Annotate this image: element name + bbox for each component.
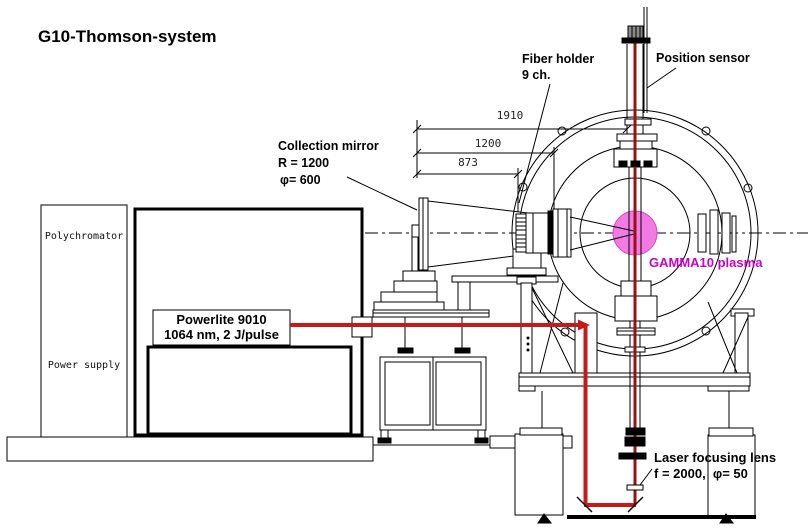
focusing-lens-element	[626, 484, 644, 491]
collection-mirror-label-line2: R = 1200	[278, 156, 330, 170]
collection-mirror-leader	[346, 176, 418, 211]
polychromator-label: Polychromator	[44, 231, 124, 242]
focusing-lens-label-line1: Laser focusing lens	[654, 450, 777, 465]
focusing-lens-label-line2: f = 2000, φ= 50	[654, 466, 748, 481]
dim-1910-text: 1910	[496, 109, 524, 122]
fiber-holder-leader	[518, 83, 551, 204]
polychromator-cabinet	[40, 204, 128, 438]
beam-overlays	[618, 25, 653, 491]
leader-lines	[346, 67, 677, 490]
right-port-flanges	[697, 209, 737, 255]
fiber-holder-label-line1: Fiber holder	[522, 52, 595, 66]
mirror-support-table	[372, 275, 559, 446]
laser-spec-label: 1064 nm, 2 J/pulse	[164, 327, 279, 342]
fiber-holder-box	[515, 213, 527, 253]
top-flange-dark-1	[618, 160, 628, 167]
left-pedestal	[514, 433, 564, 516]
flange-bolts	[518, 126, 753, 337]
window-flange-dark	[547, 210, 554, 255]
collection-mirror-label-line3: φ= 600	[280, 173, 321, 187]
top-flange-dark-3	[643, 160, 653, 167]
fiber-holder-label-line2: 9 ch.	[522, 68, 551, 82]
floor	[537, 513, 756, 524]
power-supply-label: Power supply	[47, 360, 121, 371]
laser-unit-box	[146, 345, 353, 436]
equipment-dais	[6, 436, 374, 462]
turning-mirror-left	[576, 496, 593, 513]
laser-name-label: Powerlite 9010	[176, 312, 267, 327]
collection-mirror-label-line1: Collection mirror	[278, 139, 379, 153]
right-pedestal	[707, 434, 756, 518]
position-sensor-leader	[646, 67, 677, 89]
position-sensor-label: Position sensor	[656, 51, 750, 65]
window-bracket-plate	[451, 275, 559, 283]
top-flange-dark-2	[630, 160, 641, 167]
dim-1200-text: 1200	[474, 137, 502, 150]
gamma10-plasma-label: GAMMA10 plasma	[649, 255, 763, 270]
cone-into-plasma-lower	[569, 233, 635, 251]
dim-873-text: 873	[458, 156, 478, 169]
diagram-title: G10-Thomson-system	[38, 27, 217, 46]
laser-label-box	[152, 309, 291, 346]
cone-into-plasma-upper	[569, 216, 635, 232]
turning-mirror-right	[627, 496, 644, 513]
window-fiber-assembly	[506, 208, 635, 276]
